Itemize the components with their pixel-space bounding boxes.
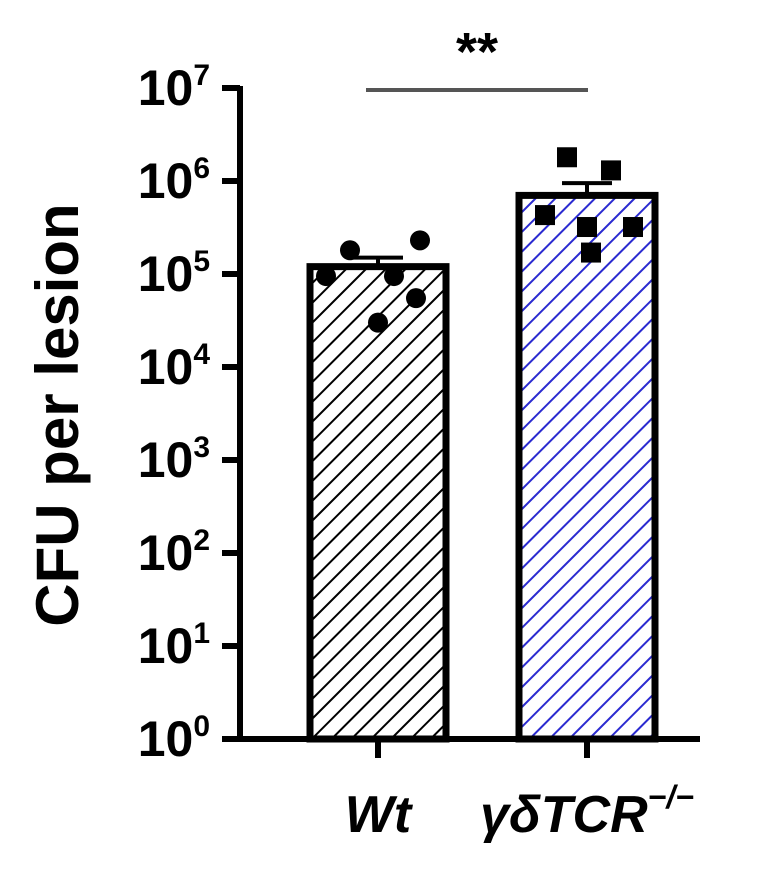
bar-wt [306,263,450,743]
data-point-gdtcr-ko [601,160,621,181]
x-tick-label: Wt [345,786,414,844]
y-ticks: 100 101 102 103 104 105 106 107 [138,59,240,767]
data-point-gdtcr-ko [623,217,643,238]
x-tick-labels: Wt γδTCR−/− [345,779,694,844]
data-point-wt [384,266,404,287]
data-point-wt [316,266,336,287]
data-points [316,147,643,333]
y-tick-label: 104 [138,338,211,395]
data-point-wt [410,230,430,251]
data-point-wt [406,288,426,309]
y-tick-label: 100 [138,710,210,767]
y-axis-label: CFU per lesion [24,203,91,626]
y-tick-label: 106 [138,152,210,209]
y-tick-label: 105 [138,245,210,302]
y-tick-label: 103 [138,431,210,488]
data-point-gdtcr-ko [577,217,597,238]
y-tick-label: 101 [138,617,210,674]
data-point-gdtcr-ko [581,242,601,263]
data-point-gdtcr-ko [535,205,555,226]
data-point-wt [340,240,360,261]
data-point-wt [368,312,388,333]
bars [306,181,659,758]
data-point-gdtcr-ko [557,147,577,168]
bar-gdtcr-ko [515,191,659,743]
y-tick-label: 107 [138,59,210,116]
x-tick-label: γδTCR−/− [480,779,694,844]
y-tick-label: 102 [138,524,210,581]
significance-label: ** [456,22,498,82]
